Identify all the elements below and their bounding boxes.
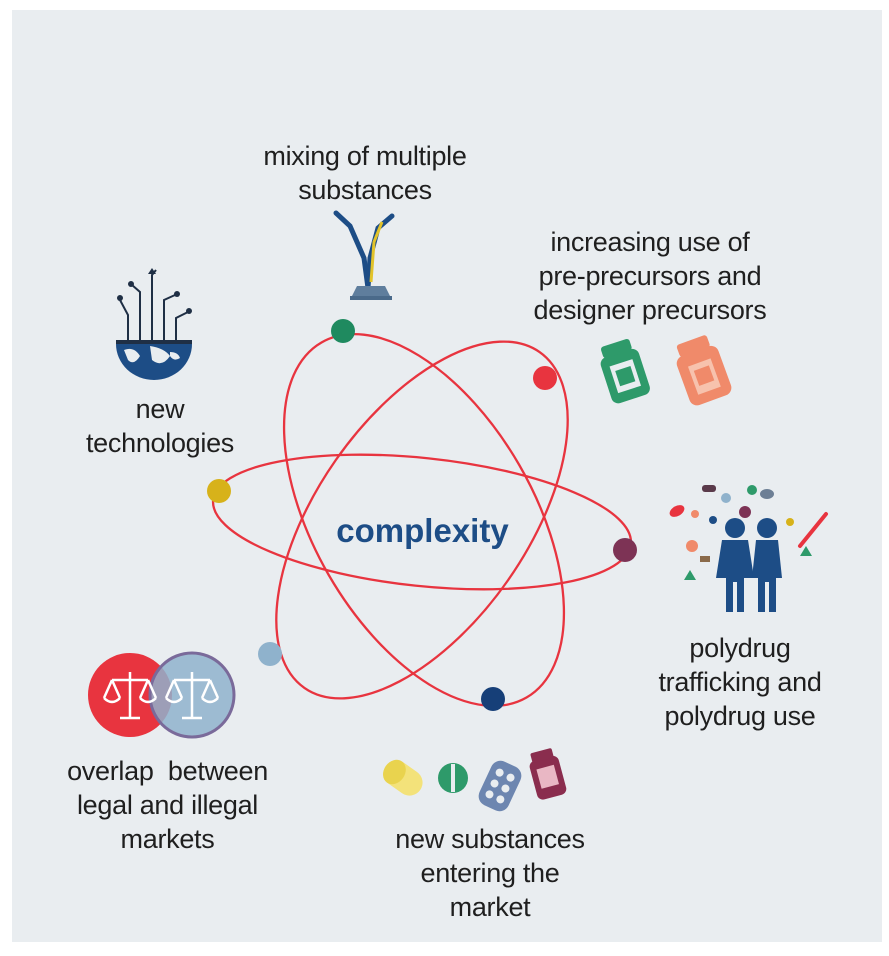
label-overlap-line2: legal and illegal [76, 790, 259, 820]
label-overlap: overlap between legal and illegal market… [35, 754, 300, 856]
orbit-right-tilt [282, 332, 566, 708]
dot-navy [481, 687, 505, 711]
label-technologies-line2: technologies [85, 428, 234, 458]
dot-yellow [207, 479, 231, 503]
pills-icon [383, 748, 567, 812]
label-technologies: new technologies [60, 392, 260, 460]
medicine-bottles-icon [600, 335, 732, 406]
scales-icon [88, 651, 236, 739]
label-precursors-line3: designer precursors [533, 295, 767, 325]
label-precursors: increasing use of pre-precursors and des… [500, 225, 800, 327]
orbit-left-tilt [275, 340, 569, 700]
funnel-icon [333, 210, 395, 300]
globe-tech-icon [116, 268, 192, 380]
label-substances-line3: market [449, 892, 531, 922]
people-pills-icon [669, 485, 828, 612]
label-technologies-line1: new [135, 394, 185, 424]
dot-lightblue [258, 642, 282, 666]
label-polydrug: polydrug trafficking and polydrug use [630, 631, 850, 733]
label-overlap-line3: markets [120, 824, 215, 854]
dot-green [331, 319, 355, 343]
label-substances: new substances entering the market [365, 822, 615, 924]
label-precursors-line1: increasing use of [550, 227, 750, 257]
label-substances-line2: entering the [420, 858, 560, 888]
label-substances-line1: new substances [395, 824, 585, 854]
label-mixing-line2: substances [298, 175, 432, 205]
label-mixing: mixing of multiple substances [220, 139, 510, 207]
label-overlap-line1: overlap between [67, 756, 268, 786]
dot-red [533, 366, 557, 390]
label-polydrug-line2: trafficking and [658, 667, 822, 697]
label-precursors-line2: pre-precursors and [538, 261, 762, 291]
label-mixing-line1: mixing of multiple [263, 141, 467, 171]
label-polydrug-line3: polydrug use [664, 701, 816, 731]
center-label: complexity [336, 512, 509, 549]
dot-maroon [613, 538, 637, 562]
label-polydrug-line1: polydrug [689, 633, 791, 663]
